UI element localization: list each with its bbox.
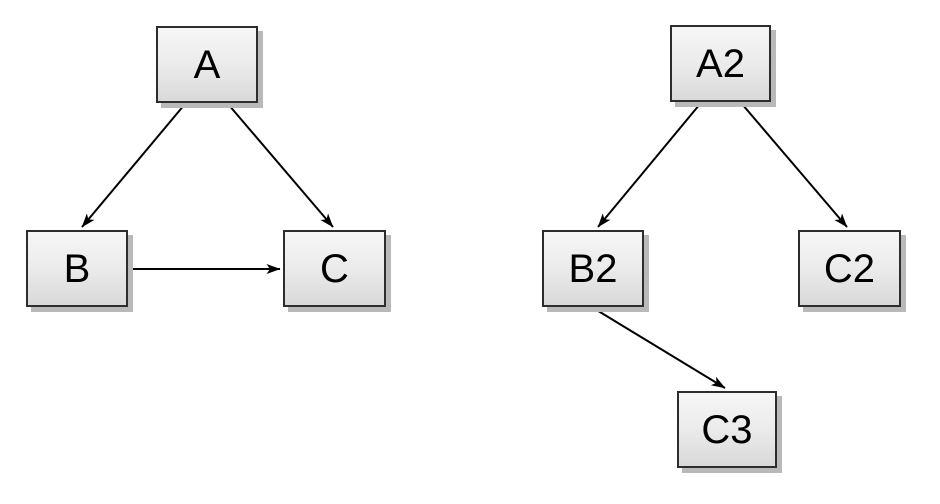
node-label: C3	[701, 407, 753, 452]
node-label: A	[193, 42, 221, 87]
edge-A2-to-C2	[741, 103, 848, 228]
edge-A2-to-B2	[597, 103, 701, 228]
node-A2: A2	[670, 25, 771, 102]
node-C3: C3	[677, 391, 777, 468]
edge-A-to-C	[227, 103, 334, 228]
node-B: B	[26, 230, 128, 307]
node-label: A2	[696, 41, 745, 86]
node-C2: C2	[798, 230, 901, 307]
node-B2: B2	[542, 230, 644, 307]
node-label: B2	[568, 246, 618, 291]
node-C: C	[283, 230, 386, 307]
node-label: B	[63, 246, 91, 291]
node-label: C	[320, 246, 349, 291]
node-A: A	[156, 26, 258, 103]
edge-B2-to-C3	[594, 308, 726, 389]
node-label: C2	[823, 246, 876, 291]
edge-A-to-B	[81, 103, 186, 228]
